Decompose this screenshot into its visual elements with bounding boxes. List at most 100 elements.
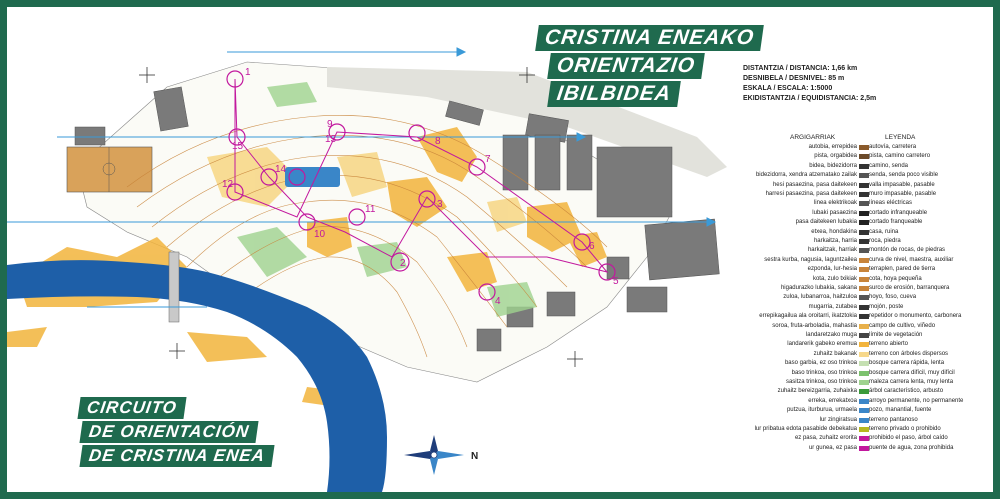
legend-item: baso garbia, ez oso trinkoa bosque carrer… (745, 360, 985, 368)
control-circles (226, 70, 616, 301)
legend-symbol-icon (859, 257, 869, 263)
map-frame: 1 2 3 4 5 6 7 8 9 10 11 12 13 14 15 (7, 7, 993, 492)
legend-symbol-icon (859, 314, 869, 320)
legend-item-eu: mugarria, zutabea (808, 303, 857, 310)
legend-symbol-icon (859, 201, 869, 207)
legend-item-es: senda, senda poco visible (869, 172, 939, 179)
railway-area (327, 67, 727, 177)
title-eu-line-2: ORIENTAZIO (547, 53, 705, 79)
legend-symbol-icon (859, 408, 869, 414)
legend-symbol-icon (859, 398, 869, 404)
legend-symbol-icon (859, 436, 869, 442)
legend-item-es: mojón, poste (869, 303, 904, 310)
legend-item: sestra kurba, nagusia, laguntzailea curva… (745, 257, 985, 265)
compass-rose-icon (404, 435, 464, 475)
legend-item-eu: putzua, iturburua, urmaela (786, 407, 857, 414)
course-lines (234, 78, 609, 273)
legend-item-es: pozo, manantial, fuente (869, 407, 932, 414)
legend-item-eu: hesi pasaezina, pasa daitekeen (772, 181, 857, 188)
legend-item-es: montón de rocas, de piedras (869, 247, 946, 254)
info-scale: ESKALA / ESCALA: 1:5000 (743, 85, 833, 92)
legend-item-es: prohibido el paso, árbol caído (869, 435, 948, 442)
legend-header-es: LEYENDA (885, 134, 916, 141)
legend-item-eu: zuloa, lubanarroa, haitzuloa (783, 294, 857, 301)
legend-item-eu: autobia, errepidea (808, 144, 857, 150)
legend-item-eu: harkaitzak, harriak (807, 247, 857, 254)
legend-item-eu: kota, zulo txikiak (812, 275, 857, 282)
title-eu-line-1: CRISTINA ENEAKO (535, 25, 764, 51)
legend-symbol-icon (859, 304, 869, 310)
legend-item-eu: zuhaitz bereizgarria, zuhaixka (777, 388, 857, 395)
info-equidistance: EKIDISTANTZIA / EQUIDISTANCIA: 2,5m (743, 95, 877, 102)
control-label: 7 (485, 154, 491, 165)
legend-item-eu: pasa daitekeen lubakia (795, 219, 857, 226)
legend-symbol-icon (859, 192, 869, 197)
legend-symbol-icon (859, 220, 869, 226)
legend-item-es: árbol característico, arbusto (869, 388, 944, 395)
legend-item-es: líneas eléctricas (869, 200, 913, 207)
title-es-line-2: DE ORIENTACIÓN (79, 421, 259, 443)
info-distance: DISTANTZIA / DISTANCIA: 1,66 km (743, 65, 858, 72)
compass-label: N (471, 451, 478, 462)
legend-symbol-icon (859, 389, 869, 395)
control-label: 14 (275, 164, 287, 175)
legend-item-es: camino, senda (869, 162, 909, 169)
legend-item: putzua, iturburua, urmaela pozo, manantia… (745, 407, 985, 415)
legend-item-eu: baso garbia, ez oso trinkoa (784, 360, 857, 367)
legend-item-es: curva de nivel, maestra, auxiliar (869, 256, 954, 263)
legend-item-eu: lur pribatua edota pasabide debekatua (754, 426, 857, 432)
orienteering-map: 1 2 3 4 5 6 7 8 9 10 11 12 13 14 15 (7, 47, 727, 492)
legend-item-eu: sestra kurba, nagusia, laguntzailea (764, 256, 857, 263)
legend-item: zuhaitz bereizgarria, zuhaixka árbol cara… (745, 388, 985, 396)
legend-symbol-icon (859, 210, 869, 216)
title-es-line-3: DE CRISTINA ENEA (79, 445, 275, 467)
legend-symbol-icon (859, 361, 869, 367)
sports-court (66, 146, 153, 193)
legend-item-eu: etxea, hondakina (811, 228, 857, 235)
legend-item: zuloa, lubanarroa, haitzuloa hoyo, foso, … (745, 294, 985, 302)
legend-item-eu: ezponda, lur-hesia (807, 266, 857, 273)
legend-symbol-icon (859, 323, 869, 329)
legend-item-eu: landaretzako muga (805, 332, 857, 338)
legend-item-es: terreno abierto (869, 341, 909, 348)
legend-symbol-icon (859, 445, 869, 451)
legend-symbol-icon (859, 380, 869, 385)
legend-item: harkaitzak, harriak montón de rocas, de p… (745, 247, 985, 255)
title-es-line-1: CIRCUITO (77, 397, 187, 419)
north-lines (7, 47, 717, 308)
legend-item-eu: soroa, fruta-arboladia, mahastia (772, 322, 857, 329)
legend-item-eu: baso trinkoa, oso trinkoa (791, 369, 857, 376)
legend-item-es: cortado infranqueable (869, 209, 928, 216)
legend-item: mugarria, zutabea mojón, poste (745, 304, 985, 312)
legend-item-es: roca, piedra (869, 238, 901, 244)
legend-item-eu: ur gunea, ez pasa (808, 444, 857, 451)
legend-item-es: maleza carrera lenta, muy lenta (869, 379, 954, 385)
legend-item-es: muro impasable, pasable (869, 191, 937, 197)
legend-symbol-icon (859, 173, 869, 179)
legend-symbol-icon (859, 351, 869, 357)
legend-item-eu: landarerik gabeko eremua (787, 341, 857, 348)
control-label: 4 (495, 296, 501, 307)
legend-item-es: hoyo, foso, cueva (869, 294, 917, 301)
grid-crosses (139, 67, 583, 367)
legend-item-eu: harresi pasaezina, pasa daitekeen (765, 191, 857, 197)
pond (285, 167, 340, 187)
control-label: 9 (327, 119, 333, 130)
legend-item-es: bosque carrera rápida, lenta (869, 360, 945, 367)
legend-symbol-icon (859, 342, 869, 348)
control-label: 12 (222, 179, 234, 190)
